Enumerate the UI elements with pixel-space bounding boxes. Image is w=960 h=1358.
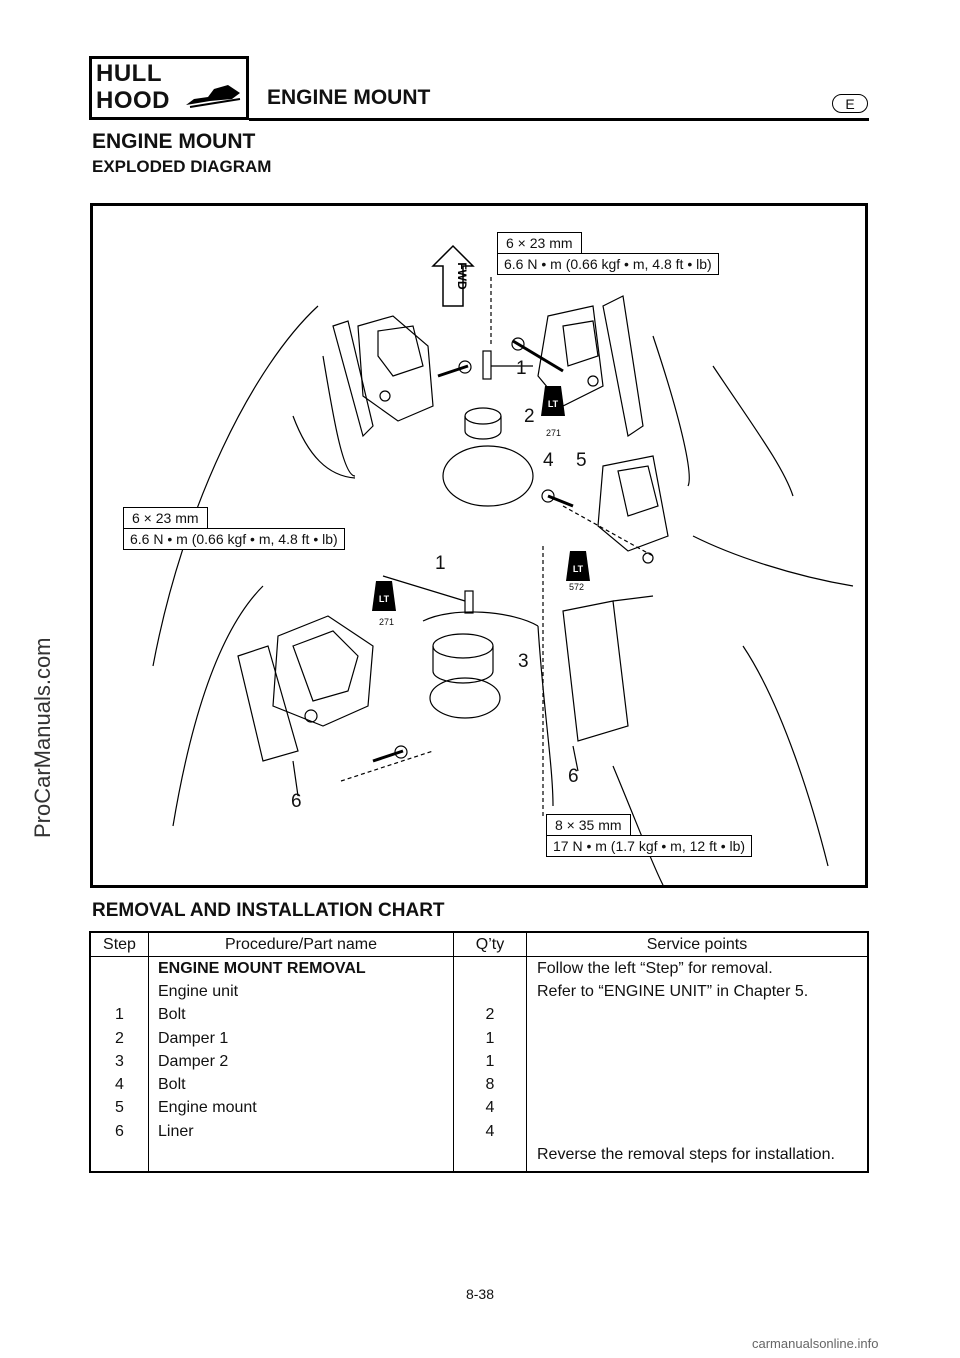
- cell-service: Reverse the removal steps for installati…: [526, 1143, 869, 1172]
- callout-1b: 1: [435, 553, 446, 574]
- header-qty: Q’ty: [453, 931, 527, 957]
- diagram-drawing: LT LT LT FWD: [152, 244, 854, 885]
- cell-service: Follow the left “Step” for removal.: [526, 956, 869, 981]
- callout-1: 1: [516, 358, 527, 379]
- lt-symbol-label: LT: [573, 564, 584, 574]
- spec-left: 6 × 23 mm 6.6 N • m (0.66 kgf • m, 4.8 f…: [123, 507, 345, 550]
- cell-service: [526, 1096, 869, 1121]
- badge-text: HULL HOOD: [96, 60, 170, 114]
- spec-top: 6 × 23 mm 6.6 N • m (0.66 kgf • m, 4.8 f…: [497, 232, 719, 275]
- cell-qty: [453, 956, 527, 981]
- spec-left-size: 6 × 23 mm: [123, 507, 208, 528]
- cell-service: [526, 1073, 869, 1097]
- callout-6b: 6: [291, 791, 302, 812]
- cell-qty: 4: [453, 1096, 527, 1121]
- fwd-label: FWD: [455, 262, 469, 290]
- cell-qty: [453, 1143, 527, 1172]
- callout-5: 5: [576, 450, 587, 471]
- callout-4: 4: [543, 450, 554, 471]
- cell-qty: 4: [453, 1120, 527, 1144]
- callout-6: 6: [568, 766, 579, 787]
- cell-service: [526, 1050, 869, 1074]
- callout-3: 3: [518, 651, 529, 672]
- spec-left-torque: 6.6 N • m (0.66 kgf • m, 4.8 ft • lb): [123, 528, 345, 550]
- header-rule: [249, 118, 869, 121]
- cell-service: Refer to “ENGINE UNIT” in Chapter 5.: [526, 980, 869, 1004]
- callout-2: 2: [524, 406, 535, 427]
- cell-part: [148, 1143, 454, 1172]
- cell-qty: 2: [453, 1003, 527, 1027]
- table-row: Reverse the removal steps for installati…: [89, 1143, 869, 1172]
- watercraft-icon: [186, 85, 241, 108]
- badge-line2: HOOD: [96, 87, 170, 114]
- cell-step: [89, 956, 149, 981]
- footer-watermark: carmanualsonline.info: [752, 1336, 879, 1351]
- cell-service: [526, 1120, 869, 1144]
- cell-part: Damper 1: [148, 1026, 454, 1051]
- cell-part: Engine mount: [148, 1096, 454, 1121]
- cell-qty: 1: [453, 1026, 527, 1051]
- cell-step: 3: [89, 1050, 149, 1074]
- table-row: 2 Damper 1 1: [89, 1026, 869, 1051]
- lt-symbol-label: LT: [379, 594, 390, 604]
- lt-code-271: 271: [546, 428, 562, 438]
- cell-part: Engine unit: [148, 980, 454, 1004]
- chart-title: REMOVAL AND INSTALLATION CHART: [92, 900, 445, 921]
- table-row: 5 Engine mount 4: [89, 1096, 869, 1121]
- lt-symbol-label: LT: [548, 399, 559, 409]
- table-row: 4 Bolt 8: [89, 1073, 869, 1097]
- header-procedure: Procedure/Part name: [148, 931, 454, 957]
- spec-bottom-size: 8 × 35 mm: [546, 814, 631, 835]
- table-header-row: Step Procedure/Part name Q’ty Service po…: [89, 931, 869, 957]
- cell-part: ENGINE MOUNT REMOVAL: [148, 956, 454, 981]
- cell-part: Damper 2: [148, 1050, 454, 1074]
- cell-step: 6: [89, 1120, 149, 1144]
- header-step: Step: [89, 931, 149, 957]
- removal-installation-table: Step Procedure/Part name Q’ty Service po…: [89, 931, 869, 1173]
- cell-service: [526, 1003, 869, 1027]
- language-badge: E: [832, 94, 868, 113]
- side-watermark: ProCarManuals.com: [30, 637, 55, 838]
- spec-bottom-torque: 17 N • m (1.7 kgf • m, 12 ft • lb): [546, 835, 753, 857]
- cell-qty: [453, 980, 527, 1004]
- cell-step: [89, 980, 149, 1004]
- cell-step: 1: [89, 1003, 149, 1027]
- lt-code-572: 572: [569, 582, 585, 592]
- table-row: Engine unit Refer to “ENGINE UNIT” in Ch…: [89, 980, 869, 1004]
- page-subtitle: EXPLODED DIAGRAM: [92, 157, 272, 176]
- badge-line1: HULL: [96, 60, 162, 87]
- lt-code-271b: 271: [379, 617, 395, 627]
- exploded-diagram: LT LT LT FWD 6 × 23 mm 6.6 N • m (0.66 k…: [90, 203, 868, 888]
- cell-step: 5: [89, 1096, 149, 1121]
- spec-top-torque: 6.6 N • m (0.66 kgf • m, 4.8 ft • lb): [497, 253, 719, 275]
- cell-part: Bolt: [148, 1003, 454, 1027]
- spec-top-size: 6 × 23 mm: [497, 232, 582, 253]
- cell-service: [526, 1026, 869, 1051]
- header-service: Service points: [526, 931, 869, 957]
- cell-part: Bolt: [148, 1073, 454, 1097]
- cell-step: 2: [89, 1026, 149, 1051]
- cell-qty: 1: [453, 1050, 527, 1074]
- page-title: ENGINE MOUNT: [92, 130, 256, 153]
- table-row: 6 Liner 4: [89, 1120, 869, 1144]
- table-row: 3 Damper 2 1: [89, 1050, 869, 1074]
- spec-bottom: 8 × 35 mm 17 N • m (1.7 kgf • m, 12 ft •…: [546, 814, 753, 857]
- cell-part: Liner: [148, 1120, 454, 1144]
- page-number: 8-38: [465, 1286, 495, 1302]
- cell-step: [89, 1143, 149, 1172]
- table-row: 1 Bolt 2: [89, 1003, 869, 1027]
- table-row: ENGINE MOUNT REMOVAL Follow the left “St…: [89, 956, 869, 981]
- cell-qty: 8: [453, 1073, 527, 1097]
- header-section-title: ENGINE MOUNT: [267, 86, 431, 109]
- cell-step: 4: [89, 1073, 149, 1097]
- hull-hood-badge: HULL HOOD: [89, 56, 249, 120]
